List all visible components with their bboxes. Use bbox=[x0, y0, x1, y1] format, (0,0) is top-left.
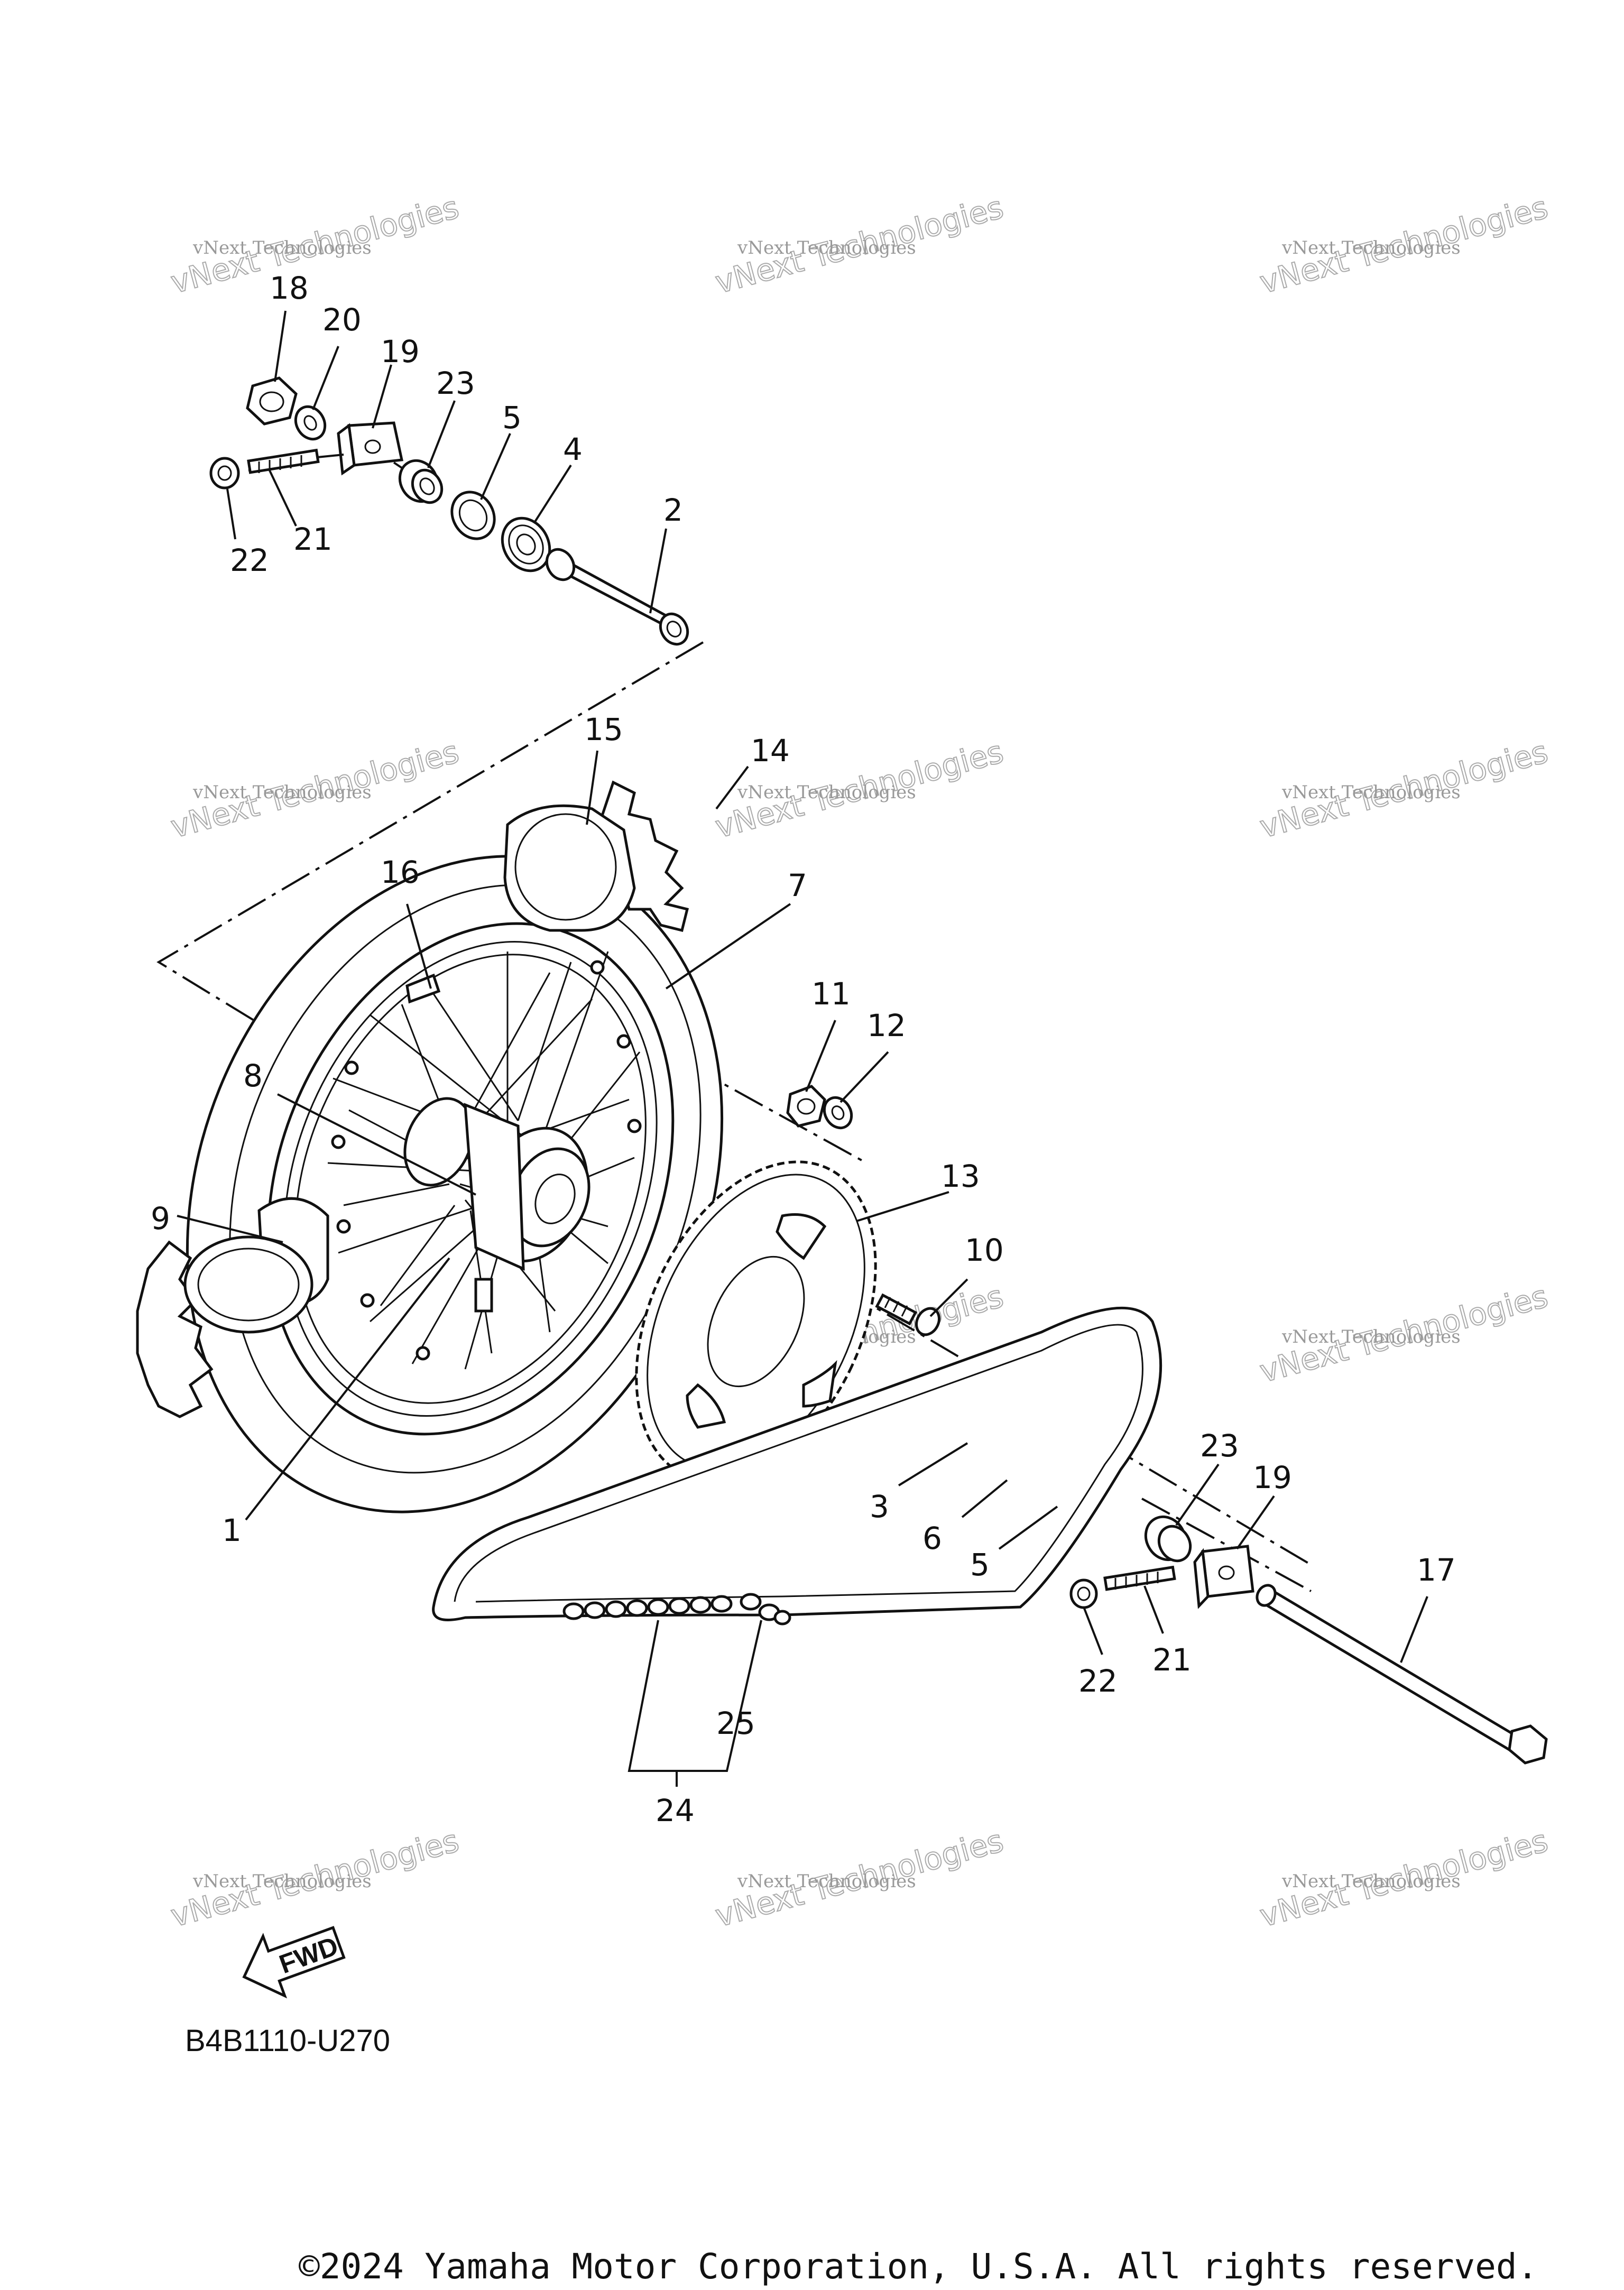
callout-6: 6 bbox=[922, 1520, 942, 1556]
watermark: vNext Technologies vNext Technologies bbox=[711, 1822, 1008, 1935]
watermark: vNext Technologies vNext Technologies bbox=[167, 1822, 463, 1935]
watermark: vNext Technologies vNext Technologies bbox=[1256, 1278, 1552, 1390]
callout-7: 7 bbox=[788, 867, 807, 903]
nipples bbox=[331, 960, 642, 1361]
svg-text:vNext Technologies: vNext Technologies bbox=[737, 782, 916, 803]
callout-25: 25 bbox=[716, 1705, 755, 1741]
callout-8: 8 bbox=[243, 1058, 263, 1094]
bolt-21 bbox=[247, 448, 320, 474]
bearing-4 bbox=[501, 516, 551, 572]
chain-joint-25 bbox=[740, 1593, 791, 1626]
adjuster-plate-19-right bbox=[1193, 1545, 1254, 1609]
drive-chain-24 bbox=[432, 1306, 1162, 1626]
callout-23b: 23 bbox=[1200, 1428, 1239, 1464]
right-chain-adjuster-group bbox=[1069, 1515, 1548, 1765]
callout-19: 19 bbox=[381, 334, 420, 370]
callout-9: 9 bbox=[151, 1201, 170, 1236]
tire-guard-15 bbox=[503, 804, 636, 932]
watermark: vNext Technologies vNext Technologies bbox=[1256, 733, 1552, 846]
svg-text:vNext Technologies: vNext Technologies bbox=[1281, 1871, 1461, 1892]
callout-16: 16 bbox=[381, 854, 420, 890]
svg-text:vNext Technologies: vNext Technologies bbox=[737, 237, 916, 258]
oil-seal-5-top bbox=[450, 491, 496, 540]
callout-15: 15 bbox=[584, 712, 623, 747]
callouts: 18 20 19 23 5 4 2 21 22 15 14 7 16 8 9 1… bbox=[151, 270, 1456, 1829]
bolt-21-right bbox=[1103, 1565, 1176, 1591]
callout-1: 1 bbox=[222, 1512, 242, 1548]
washer-20 bbox=[294, 405, 327, 441]
chain-links bbox=[562, 1595, 733, 1620]
svg-text:vNext Technologies: vNext Technologies bbox=[737, 1871, 916, 1892]
fwd-arrow-icon: FWD bbox=[242, 1926, 346, 1999]
rim-band-16 bbox=[405, 973, 441, 1004]
washer-12 bbox=[823, 1096, 853, 1130]
callout-23: 23 bbox=[436, 365, 475, 401]
callout-24: 24 bbox=[656, 1793, 695, 1829]
svg-text:vNext Technologies: vNext Technologies bbox=[192, 782, 372, 803]
callout-22: 22 bbox=[230, 542, 269, 578]
callout-4: 4 bbox=[563, 431, 583, 467]
watermark: vNext Technologies vNext Technologies bbox=[1256, 1822, 1552, 1935]
callout-3: 3 bbox=[870, 1489, 889, 1525]
watermark: vNext Technologies vNext Technologies bbox=[167, 733, 463, 846]
callout-5: 5 bbox=[502, 400, 522, 436]
rim-lock-9 bbox=[183, 1197, 329, 1334]
nut-18 bbox=[246, 376, 298, 426]
callout-14: 14 bbox=[751, 733, 790, 769]
adjuster-plate-19 bbox=[337, 421, 404, 476]
callout-13: 13 bbox=[941, 1158, 980, 1194]
svg-text:vNext Technologies: vNext Technologies bbox=[1281, 237, 1461, 258]
nut-22-right bbox=[1069, 1578, 1098, 1609]
callout-5b: 5 bbox=[970, 1547, 990, 1583]
diagram-code: B4B1110-U270 bbox=[185, 2024, 390, 2058]
watermark: vNext Technologies vNext Technologies bbox=[167, 189, 463, 301]
callout-10: 10 bbox=[965, 1232, 1004, 1268]
leader-lines bbox=[177, 310, 1428, 1787]
svg-text:vNext Technologies: vNext Technologies bbox=[1281, 782, 1461, 803]
callout-21: 21 bbox=[293, 521, 333, 557]
callout-17: 17 bbox=[1417, 1552, 1456, 1588]
callout-19b: 19 bbox=[1253, 1460, 1292, 1495]
axle-17 bbox=[1256, 1584, 1548, 1765]
spacer-2 bbox=[545, 548, 689, 646]
watermark: vNext Technologies vNext Technologies bbox=[711, 189, 1008, 301]
rear-wheel-assembly bbox=[136, 780, 724, 1513]
sprocket-13 bbox=[635, 1160, 877, 1483]
callout-2: 2 bbox=[663, 492, 683, 528]
callout-20: 20 bbox=[322, 302, 362, 338]
callout-12: 12 bbox=[867, 1008, 906, 1044]
nut-22 bbox=[209, 457, 240, 490]
callout-22b: 22 bbox=[1078, 1663, 1118, 1699]
copyright-notice: ©2024 Yamaha Motor Corporation, U.S.A. A… bbox=[299, 2246, 1538, 2287]
callout-11: 11 bbox=[811, 976, 851, 1012]
watermark: vNext Technologies vNext Technologies bbox=[1256, 189, 1552, 301]
svg-text:vNext Technologies: vNext Technologies bbox=[192, 1871, 372, 1892]
svg-text:vNext Technologies: vNext Technologies bbox=[192, 237, 372, 258]
left-chain-adjuster-group bbox=[209, 376, 689, 646]
nut-11 bbox=[786, 1085, 826, 1128]
collar-23-right bbox=[1144, 1515, 1192, 1563]
bolt-10 bbox=[875, 1293, 940, 1336]
callout-18: 18 bbox=[270, 270, 309, 306]
callout-21b: 21 bbox=[1152, 1642, 1192, 1678]
collar-23 bbox=[398, 459, 444, 504]
hub-1 bbox=[403, 1097, 590, 1313]
svg-text:vNext Technologies: vNext Technologies bbox=[1281, 1326, 1461, 1347]
